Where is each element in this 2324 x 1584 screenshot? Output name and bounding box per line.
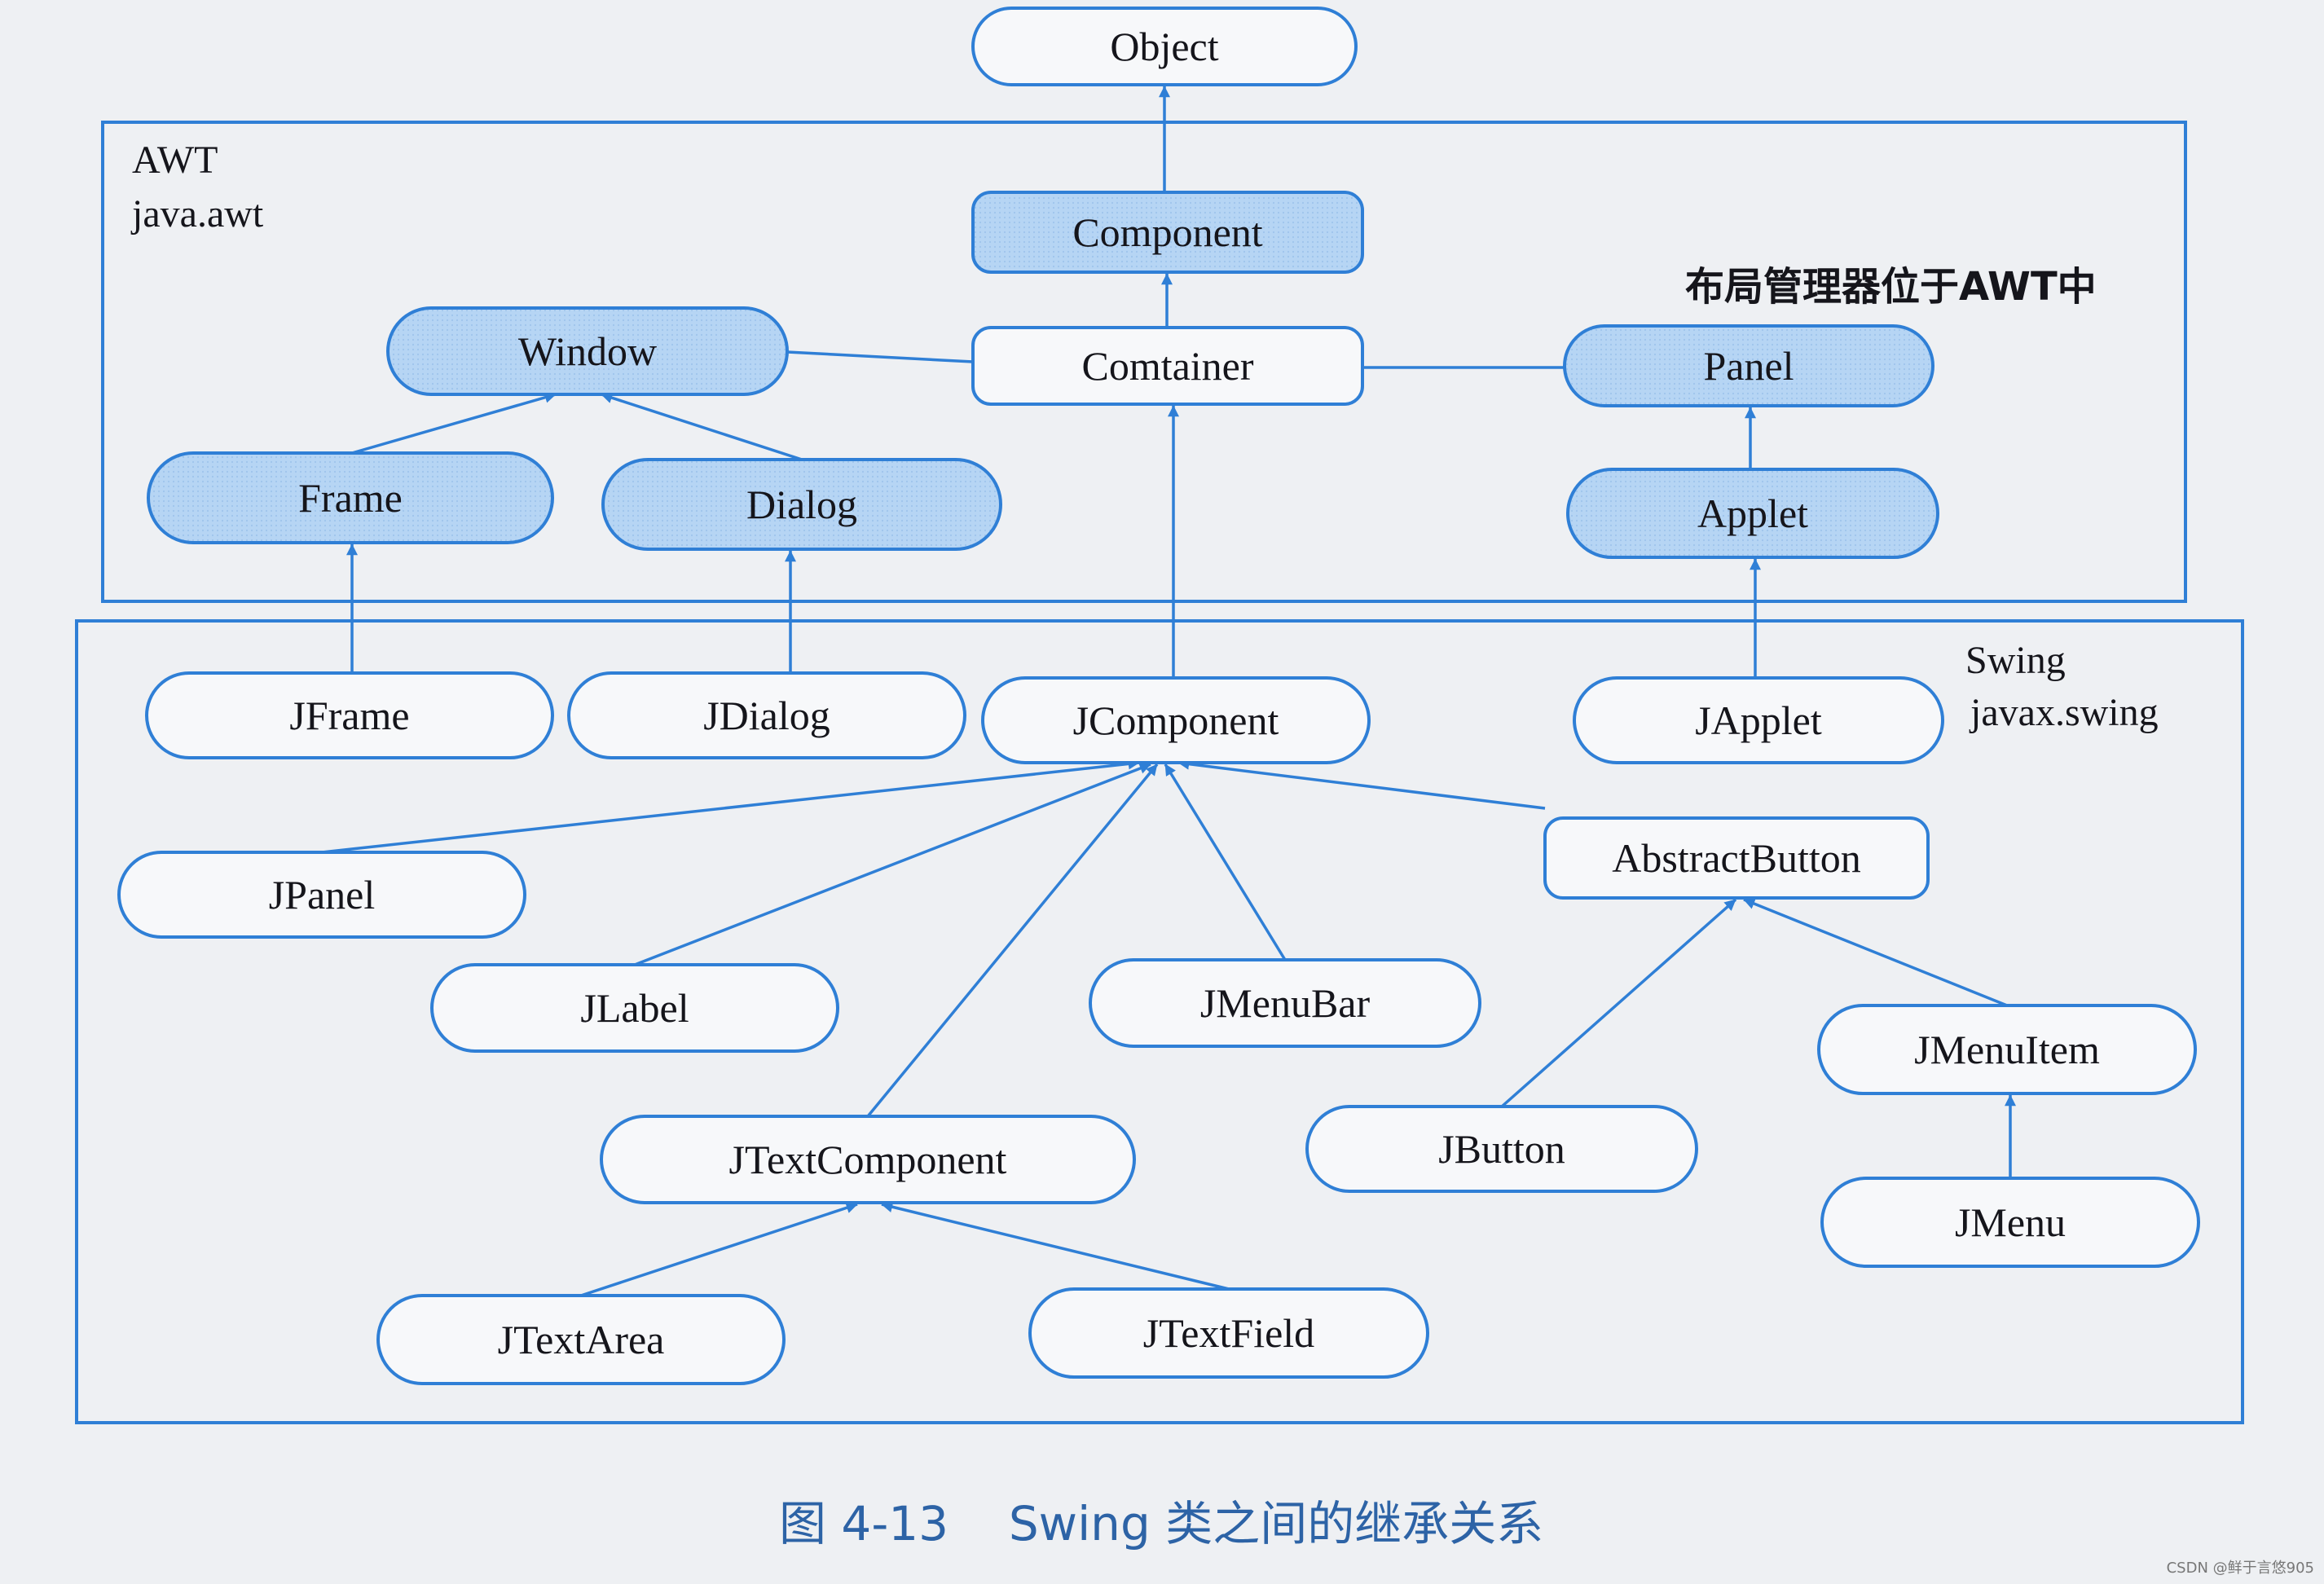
node-japplet-label: JApplet (1695, 697, 1822, 743)
node-japplet: JApplet (1573, 676, 1944, 764)
node-applet-shape (1566, 468, 1939, 559)
edge-dialog-to-window (601, 392, 803, 461)
edge-jtextcomponent-to-jcomponent (866, 763, 1159, 1118)
edge-abstractbutton-to-jcomponent (1177, 758, 1546, 810)
node-frame-label: Frame (298, 475, 403, 521)
node-window: Window (386, 306, 789, 396)
node-window-label: Window (518, 328, 657, 374)
node-abstractbutton-label: AbstractButton (1612, 835, 1861, 881)
layout-manager-note: 布局管理器位于AWT中 (1685, 264, 2097, 310)
node-jmenuitem: JMenuItem (1817, 1004, 2197, 1095)
edge-jmenubar-to-jcomponent (1164, 763, 1287, 961)
swing-package-path: javax.swing (1969, 691, 2159, 734)
node-window-shape (386, 306, 789, 396)
edge-jpanel-to-jcomponent (321, 758, 1140, 854)
node-jlabel-label: JLabel (580, 985, 689, 1031)
node-frame-shape (147, 451, 554, 544)
edge-jlabel-to-jcomponent (634, 763, 1151, 966)
node-dialog-shape (601, 458, 1002, 551)
awt-package-path: java.awt (130, 192, 264, 235)
node-panel: Panel (1563, 324, 1934, 407)
node-component-shape (971, 191, 1364, 274)
node-jmenuitem-label: JMenuItem (1914, 1027, 2100, 1072)
node-jbutton-shape (1305, 1105, 1698, 1193)
node-jdialog: JDialog (567, 671, 966, 759)
node-dialog-label: Dialog (746, 482, 857, 527)
node-jpanel-label: JPanel (269, 872, 376, 917)
node-jtextcomponent: JTextComponent (600, 1115, 1136, 1204)
node-component: Component (971, 191, 1364, 274)
node-container: Comtainer (971, 326, 1364, 406)
node-jdialog-shape (567, 671, 966, 759)
node-jframe-label: JFrame (289, 693, 409, 738)
node-japplet-shape (1573, 676, 1944, 764)
edges-layer (321, 86, 2016, 1297)
swing-package-frame (75, 619, 2244, 1424)
node-jpanel-shape (117, 851, 526, 939)
edge-jmenuitem-to-abstractbutton (1743, 898, 2008, 1007)
figure-caption: 图 4-13 Swing 类之间的继承关系 (779, 1496, 1543, 1551)
node-jbutton-label: JButton (1438, 1126, 1565, 1172)
node-jlabel: JLabel (430, 963, 839, 1053)
node-dialog: Dialog (601, 458, 1002, 551)
node-jcomponent-shape (981, 676, 1371, 764)
edge-jtextarea-to-jtextcomponent (580, 1202, 858, 1297)
edge-jbutton-to-abstractbutton (1500, 898, 1737, 1108)
node-component-label: Component (1072, 209, 1262, 255)
node-jtextarea: JTextArea (376, 1294, 786, 1385)
node-jlabel-shape (430, 963, 839, 1053)
node-jtextarea-shape (376, 1294, 786, 1385)
node-applet-label: Applet (1697, 491, 1808, 536)
node-jtextfield: JTextField (1028, 1287, 1429, 1379)
node-jcomponent-label: JComponent (1073, 697, 1279, 743)
awt-package-frame (101, 121, 2187, 603)
node-jtextcomponent-label: JTextComponent (729, 1137, 1007, 1182)
node-jmenuitem-shape (1817, 1004, 2197, 1095)
node-jmenubar-shape (1089, 958, 1481, 1048)
node-jmenubar-label: JMenuBar (1200, 980, 1371, 1026)
credit-watermark: CSDN @鲜于言悠905 (2167, 1560, 2314, 1577)
node-jdialog-label: JDialog (703, 693, 830, 738)
node-jmenu-label: JMenu (1955, 1199, 2066, 1245)
edge-container-to-window (786, 350, 974, 363)
node-jtextfield-label: JTextField (1143, 1310, 1314, 1356)
node-abstractbutton-shape (1543, 816, 1930, 900)
node-abstractbutton: AbstractButton (1543, 816, 1930, 900)
node-jbutton: JButton (1305, 1105, 1698, 1193)
node-container-label: Comtainer (1081, 343, 1253, 389)
edge-jtextfield-to-jtextcomponent (881, 1201, 1230, 1291)
node-jmenu: JMenu (1820, 1177, 2200, 1268)
node-container-shape (971, 326, 1364, 406)
node-jpanel: JPanel (117, 851, 526, 939)
node-jframe-shape (145, 671, 554, 759)
node-jtextarea-label: JTextArea (498, 1317, 665, 1362)
edge-frame-to-window (351, 391, 557, 455)
node-jcomponent: JComponent (981, 676, 1371, 764)
node-frame: Frame (147, 451, 554, 544)
node-panel-label: Panel (1703, 343, 1794, 389)
node-object-shape (971, 7, 1358, 86)
awt-package-name: AWT (132, 139, 218, 182)
node-jtextcomponent-shape (600, 1115, 1136, 1204)
node-jtextfield-shape (1028, 1287, 1429, 1379)
node-jmenu-shape (1820, 1177, 2200, 1268)
node-object: Object (971, 7, 1358, 86)
node-jframe: JFrame (145, 671, 554, 759)
node-panel-shape (1563, 324, 1934, 407)
swing-package-name: Swing (1965, 639, 2066, 682)
node-object-label: Object (1110, 24, 1218, 69)
node-applet: Applet (1566, 468, 1939, 559)
node-jmenubar: JMenuBar (1089, 958, 1481, 1048)
